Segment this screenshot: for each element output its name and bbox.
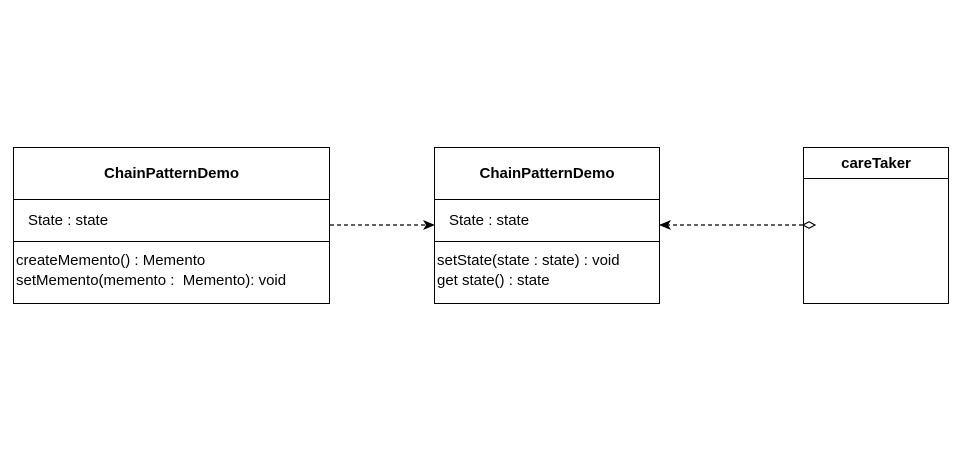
class-method: get state() : state xyxy=(437,272,550,289)
class-attribute: State : state xyxy=(435,200,659,242)
class-name: careTaker xyxy=(804,148,948,179)
class-methods: setState(state : state) : void get state… xyxy=(435,242,659,291)
class-name: ChainPatternDemo xyxy=(14,148,329,200)
class-method: setState(state : state) : void xyxy=(437,252,620,269)
class-methods: createMemento() : Memento setMemento(mem… xyxy=(14,242,329,291)
class-method: setMemento(memento : Memento): void xyxy=(16,272,287,289)
class-box-memento-source[interactable]: ChainPatternDemo State : state createMem… xyxy=(13,147,330,304)
class-method: createMemento() : Memento xyxy=(16,252,206,269)
class-box-memento[interactable]: ChainPatternDemo State : state setState(… xyxy=(434,147,660,304)
class-attribute: State : state xyxy=(14,200,329,242)
class-name: ChainPatternDemo xyxy=(435,148,659,200)
